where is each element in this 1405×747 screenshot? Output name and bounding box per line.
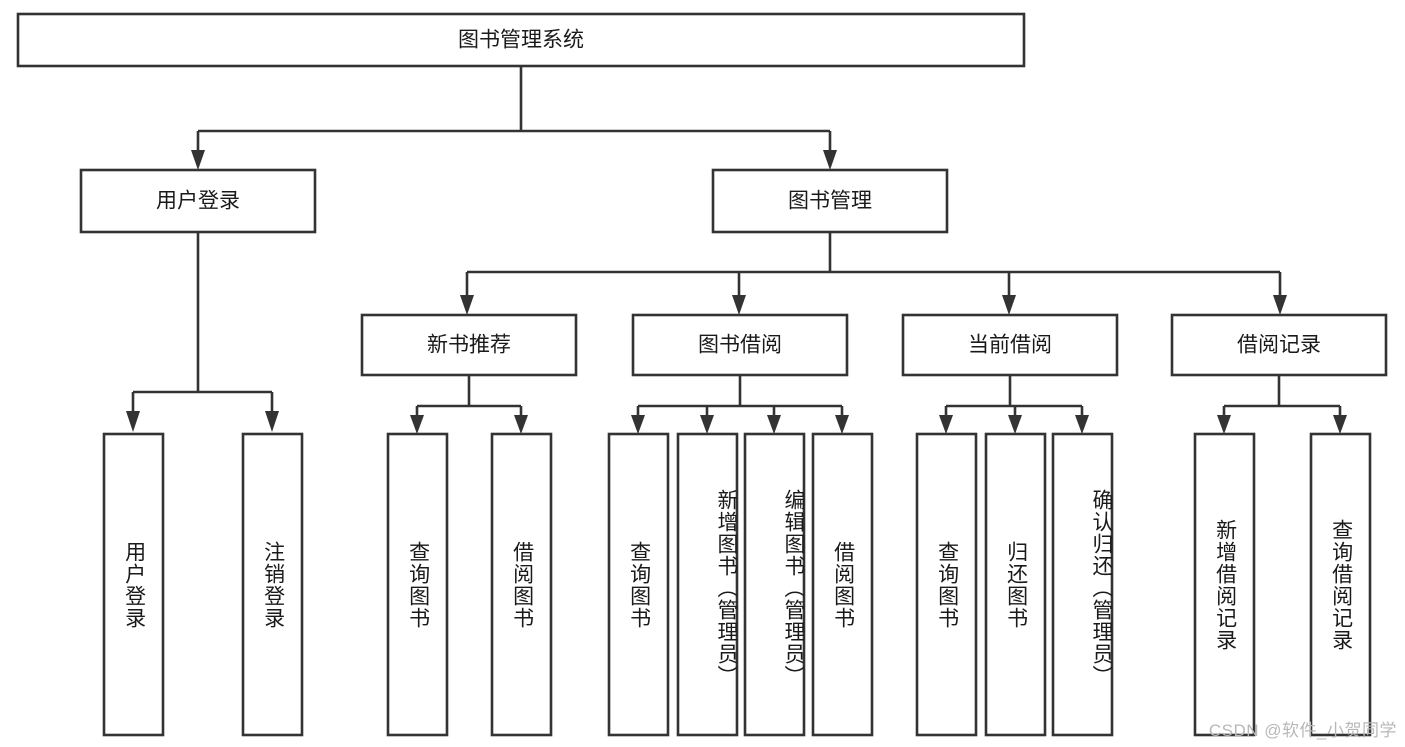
arrowhead-leaf-borrow-record-2 [1333, 415, 1347, 434]
arrowhead-leaf-user-login-1 [126, 411, 140, 432]
arrowhead-user-login [191, 150, 205, 170]
leaf-boxes [102, 432, 1372, 737]
node-book-mgmt-box[interactable] [711, 168, 949, 234]
node-current-borrow-label: 当前借阅 [968, 334, 1052, 357]
node-new-book-rec-box[interactable] [360, 313, 578, 377]
leaf-box-user-login-1[interactable] [102, 432, 165, 737]
arrowhead-leaf-current-borrow-2 [1008, 415, 1022, 434]
connector-group-new-book [410, 375, 528, 434]
arrowhead-book-borrow [732, 295, 746, 315]
arrowhead-leaf-book-borrow-2 [700, 415, 714, 434]
arrowhead-leaf-book-borrow-4 [835, 415, 849, 434]
arrowhead-new-book [460, 295, 474, 315]
node-user-login-label: 用户登录 [156, 190, 240, 213]
node-book-borrow-label: 图书借阅 [698, 334, 782, 357]
connector-group-user-login [126, 232, 279, 432]
arrowhead-current-borrow [1002, 295, 1016, 315]
leaf-box-book-borrow-3[interactable] [743, 432, 806, 737]
arrowhead-leaf-current-borrow-1 [939, 415, 953, 434]
connector-group-book-borrow [631, 375, 849, 434]
node-user-login-box[interactable] [79, 168, 317, 234]
node-current-borrow-box[interactable] [901, 313, 1119, 377]
leaf-box-book-borrow-2[interactable] [676, 432, 739, 737]
node-new-book-rec-label: 新书推荐 [427, 334, 511, 357]
connector-group-current-borrow [939, 375, 1089, 434]
node-borrow-record[interactable]: 借阅记录 [1170, 313, 1388, 377]
arrowhead-book-mgmt [823, 150, 837, 170]
connector-group-borrow-record [1217, 375, 1347, 434]
arrowhead-borrow-record [1273, 295, 1287, 315]
connector-group-root [191, 66, 837, 170]
node-book-mgmt[interactable]: 图书管理 [711, 168, 949, 234]
node-root[interactable]: 图书管理系统 [16, 12, 1026, 68]
leaf-box-book-borrow-1[interactable] [607, 432, 670, 737]
node-book-mgmt-label: 图书管理 [788, 190, 872, 213]
node-root-label: 图书管理系统 [458, 29, 584, 52]
arrowhead-leaf-user-login-2 [265, 411, 279, 432]
arrowhead-leaf-book-borrow-3 [767, 415, 781, 434]
arrowhead-leaf-new-book-2 [514, 415, 528, 434]
arrowhead-leaf-current-borrow-3 [1075, 415, 1089, 434]
node-root-box[interactable] [16, 12, 1026, 68]
node-user-login[interactable]: 用户登录 [79, 168, 317, 234]
node-borrow-record-box[interactable] [1170, 313, 1388, 377]
node-borrow-record-label: 借阅记录 [1237, 334, 1321, 357]
node-new-book-rec[interactable]: 新书推荐 [360, 313, 578, 377]
leaf-box-user-login-2[interactable] [241, 432, 304, 737]
leaf-box-current-borrow-1[interactable] [915, 432, 978, 737]
arrowhead-leaf-book-borrow-1 [631, 415, 645, 434]
node-book-borrow[interactable]: 图书借阅 [631, 313, 849, 377]
leaf-box-new-book-2[interactable] [490, 432, 553, 737]
arrowhead-leaf-borrow-record-1 [1217, 415, 1231, 434]
leaf-box-borrow-record-1[interactable] [1193, 432, 1256, 737]
connector-group-book-mgmt [460, 232, 1287, 315]
node-current-borrow[interactable]: 当前借阅 [901, 313, 1119, 377]
csdn-watermark: CSDN @软件_小贺同学 [1208, 721, 1397, 740]
node-book-borrow-box[interactable] [631, 313, 849, 377]
leaf-box-book-borrow-4[interactable] [811, 432, 874, 737]
leaf-box-new-book-1[interactable] [386, 432, 449, 737]
leaf-box-current-borrow-3[interactable] [1051, 432, 1114, 737]
leaf-box-borrow-record-2[interactable] [1309, 432, 1372, 737]
arrowhead-leaf-new-book-1 [410, 415, 424, 434]
leaf-box-current-borrow-2[interactable] [984, 432, 1047, 737]
